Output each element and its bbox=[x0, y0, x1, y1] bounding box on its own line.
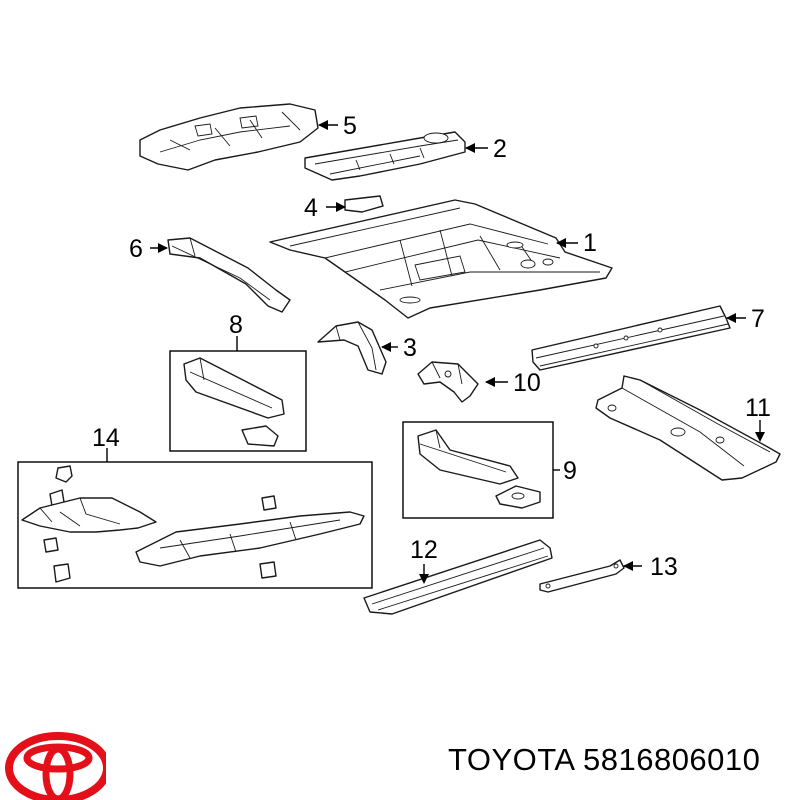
callout-11: 11 bbox=[745, 394, 771, 422]
part-11-rear-side-member bbox=[595, 375, 781, 481]
callout-13: 13 bbox=[650, 553, 678, 581]
callout-2: 2 bbox=[493, 135, 507, 163]
leader-5 bbox=[318, 120, 338, 130]
part-14-underbody-covers bbox=[21, 465, 365, 583]
part-7-rocker-reinforcement bbox=[531, 305, 731, 371]
callout-14: 14 bbox=[92, 424, 120, 452]
leader-10 bbox=[485, 377, 508, 387]
part-8-crossmember bbox=[183, 357, 285, 447]
part-5-heat-insulator bbox=[139, 103, 319, 171]
part-1-floor-pan bbox=[269, 199, 613, 319]
part-6-side-member bbox=[167, 237, 291, 313]
callout-5: 5 bbox=[343, 112, 357, 140]
part-12-rocker-panel bbox=[363, 539, 553, 615]
callout-6: 6 bbox=[129, 235, 143, 263]
callout-1: 1 bbox=[583, 229, 597, 257]
part-14-group-box bbox=[17, 461, 373, 589]
callout-9: 9 bbox=[563, 457, 577, 485]
callout-3: 3 bbox=[403, 334, 417, 362]
part-9-crossmember bbox=[417, 429, 541, 509]
leader-13 bbox=[623, 561, 642, 571]
leader-7 bbox=[726, 313, 746, 323]
callout-4: 4 bbox=[304, 194, 318, 222]
brand-part-number: TOYOTA 5816806010 bbox=[448, 742, 761, 777]
toyota-logo-icon bbox=[5, 732, 106, 800]
leader-2 bbox=[465, 143, 488, 153]
leader-3 bbox=[381, 342, 398, 352]
part-3-bracket bbox=[317, 321, 387, 375]
part-2-center-pan bbox=[304, 131, 466, 181]
part-10-bracket bbox=[417, 361, 479, 403]
callout-7: 7 bbox=[751, 305, 765, 333]
leader-1 bbox=[556, 238, 578, 248]
callout-10: 10 bbox=[513, 369, 541, 397]
leader-6 bbox=[150, 243, 168, 253]
leader-11 bbox=[755, 420, 765, 442]
callout-12: 12 bbox=[410, 536, 438, 564]
part-8-group-box bbox=[169, 350, 307, 452]
part-4-bracket bbox=[344, 195, 384, 213]
leader-4 bbox=[326, 202, 346, 212]
leader-12 bbox=[419, 564, 429, 584]
part-13-brace bbox=[539, 559, 625, 593]
callout-8: 8 bbox=[229, 311, 243, 339]
